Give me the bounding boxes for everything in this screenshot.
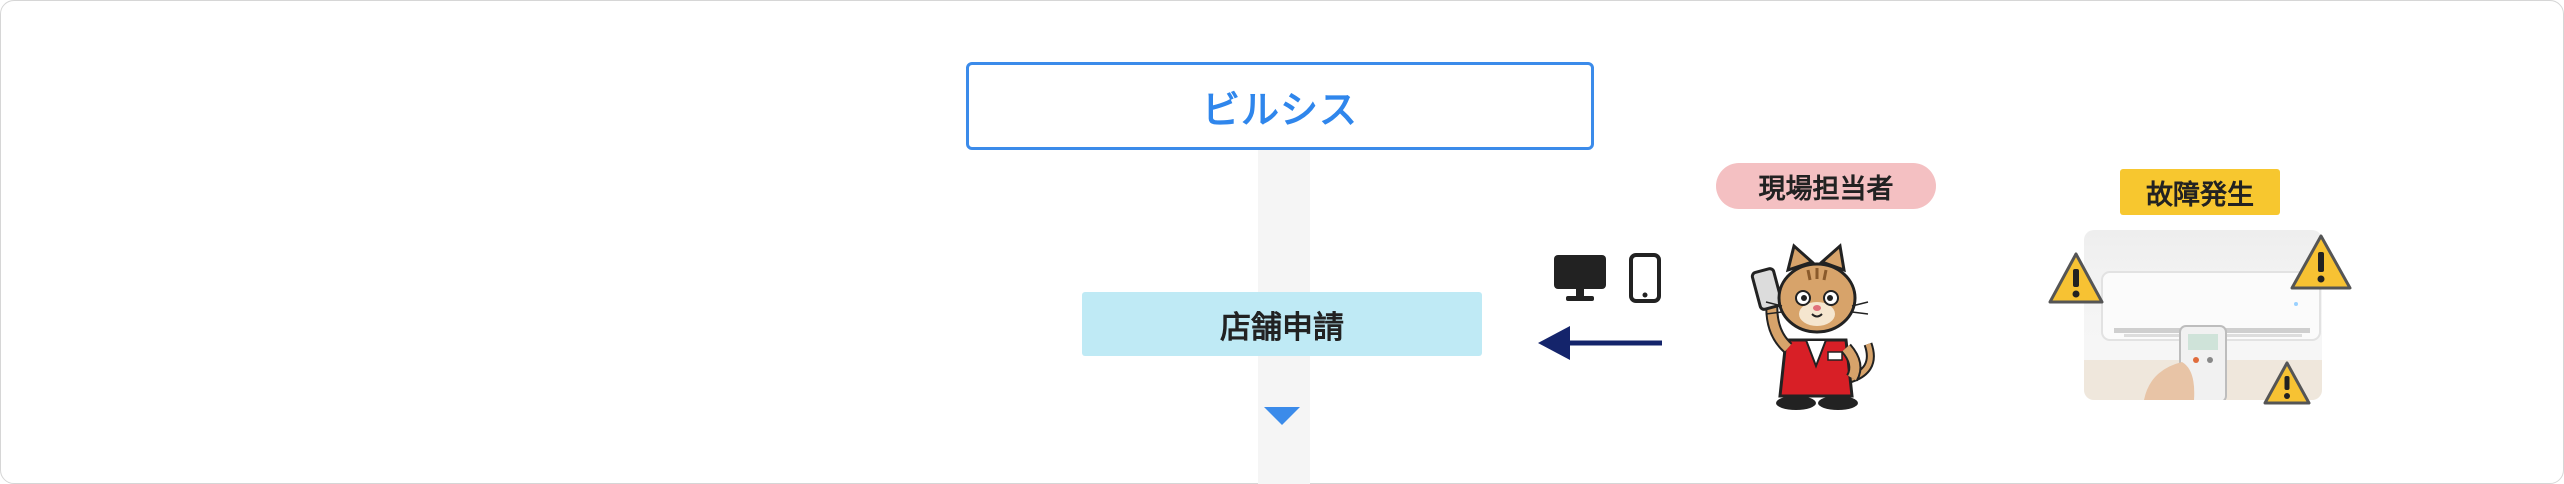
actor-label: 現場担当者 — [1758, 173, 1894, 205]
smartphone-icon — [1629, 253, 1661, 303]
system-label: ビルシス — [1201, 87, 1358, 132]
cat-staff-mascot — [1750, 243, 1875, 410]
down-arrow-icon — [1264, 407, 1300, 425]
event-label: 故障発生 — [2146, 179, 2254, 211]
process-step-label: 店舗申請 — [1220, 309, 1344, 346]
event-label-badge: 故障発生 — [2120, 169, 2280, 215]
process-step: 店舗申請 — [1082, 292, 1482, 356]
warning-icon — [2048, 252, 2104, 304]
desktop-monitor-icon — [1554, 255, 1606, 301]
actor-label-pill: 現場担当者 — [1716, 163, 1936, 209]
warning-icon — [2263, 361, 2311, 405]
system-header: ビルシス — [966, 62, 1594, 150]
flow-arrow-left — [1538, 326, 1662, 360]
warning-icon — [2290, 234, 2352, 290]
